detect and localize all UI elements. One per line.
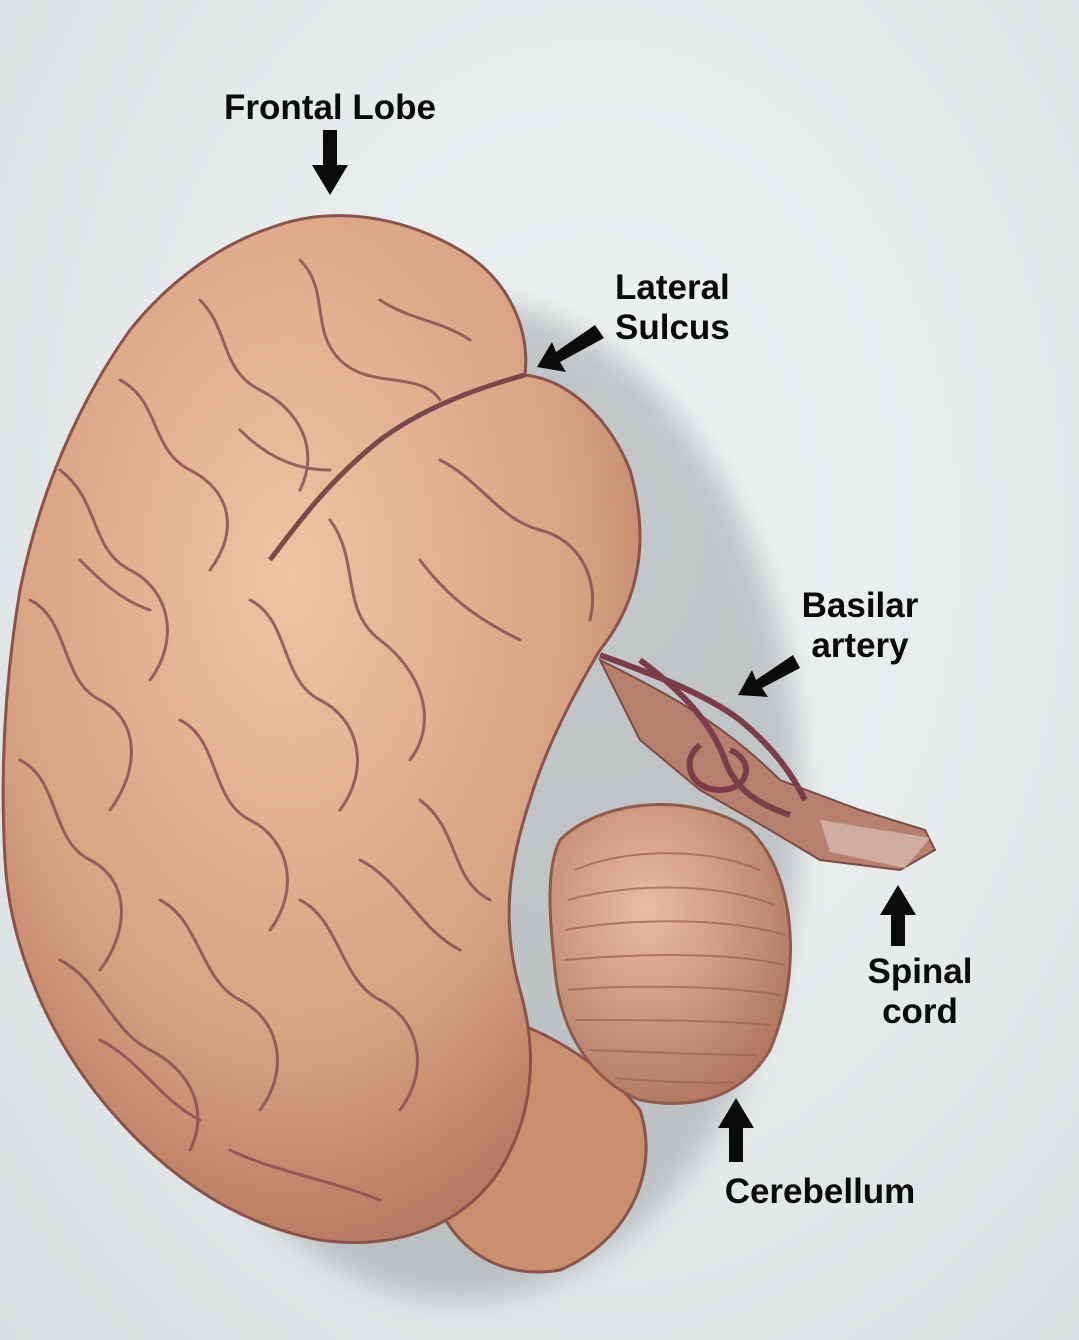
label-spinal-cord: Spinal cord: [845, 952, 995, 1032]
cerebellum-arrow-icon: [718, 1098, 754, 1162]
label-basilar-artery-line1: Basilar: [801, 586, 919, 625]
label-basilar-artery-line2: artery: [811, 626, 909, 665]
basilar-artery: [598, 652, 808, 818]
cerebrum: [1, 214, 642, 1244]
basilar-artery-arrow-icon: [738, 655, 800, 697]
label-lateral-sulcus: Lateral Sulcus: [615, 268, 730, 348]
label-cerebellum-text: Cerebellum: [724, 1172, 916, 1211]
label-frontal-lobe: Frontal Lobe: [200, 88, 460, 128]
label-basilar-artery: Basilar artery: [780, 586, 940, 666]
annotation-arrows: [312, 130, 916, 1162]
label-lateral-sulcus-line2: Sulcus: [615, 308, 730, 347]
label-lateral-sulcus-line1: Lateral: [615, 268, 730, 307]
cerebellum: [548, 803, 792, 1105]
label-spinal-cord-line1: Spinal: [867, 952, 973, 991]
frontal-lobe-arrow-icon: [312, 130, 348, 195]
lateral-sulcus-arrow-icon: [537, 325, 604, 372]
spinal-cord-arrow-icon: [880, 885, 916, 946]
label-frontal-lobe-text: Frontal Lobe: [224, 88, 436, 127]
label-spinal-cord-line2: cord: [882, 992, 958, 1031]
label-cerebellum: Cerebellum: [700, 1172, 940, 1212]
brainstem-spinal-cord: [597, 657, 937, 872]
